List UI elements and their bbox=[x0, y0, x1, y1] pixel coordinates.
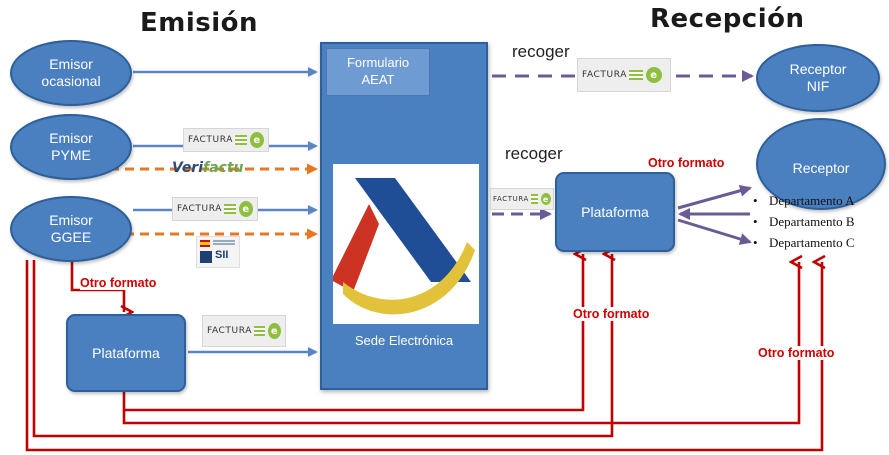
factura-text: FACTURA bbox=[582, 70, 627, 80]
departamentos-list: Departamento A Departamento B Departamen… bbox=[753, 190, 855, 253]
red-line-ggee-to-plataforma bbox=[70, 260, 124, 312]
emisor-ggee-node[interactable]: Emisor GGEE bbox=[10, 196, 132, 262]
emisor-pyme-line2: PYME bbox=[51, 147, 91, 163]
factura-e-logo-plataforma: FACTURA e bbox=[202, 315, 286, 347]
sii-logo: SII bbox=[196, 236, 240, 268]
title-emision: Emisión bbox=[140, 8, 259, 38]
departamento-c: Departamento C bbox=[753, 232, 855, 253]
plataforma-emision-label: Plataforma bbox=[92, 345, 160, 361]
emisor-pyme-line1: Emisor bbox=[49, 129, 93, 146]
departamento-a: Departamento A bbox=[753, 190, 855, 211]
verifactu-text-b: factu bbox=[203, 160, 244, 176]
factura-e-logo-recoger: FACTURA e bbox=[577, 58, 671, 92]
spain-flag-icon bbox=[200, 240, 210, 247]
emisor-ggee-line2: GGEE bbox=[50, 229, 92, 245]
emisor-pyme-node[interactable]: Emisor PYME bbox=[10, 114, 132, 180]
otro-formato-label-plataforma: Otro formato bbox=[648, 156, 725, 170]
recoger-label-top: recoger bbox=[512, 42, 570, 61]
verifactu-text-a: Veri bbox=[172, 160, 204, 176]
sede-electronica-label: Sede Electrónica bbox=[354, 333, 454, 348]
receptor-nif-node[interactable]: Receptor NIF bbox=[756, 44, 880, 112]
recoger-label-mid: recoger bbox=[505, 144, 563, 163]
factura-text: FACTURA bbox=[207, 326, 252, 336]
red-line-ggee-to-receptor-plataforma bbox=[32, 254, 612, 438]
title-recepcion: Recepción bbox=[650, 4, 805, 34]
formulario-aeat-box[interactable]: Formulario AEAT bbox=[326, 48, 430, 96]
otro-formato-label-receptor: Otro formato bbox=[758, 346, 835, 360]
red-line-plataforma-to-receptor-plataforma bbox=[122, 254, 583, 412]
factura-e-logo-ggee: FACTURA e bbox=[172, 197, 258, 221]
plataforma-recepcion-label: Plataforma bbox=[581, 204, 649, 220]
factura-e-logo-pyme: FACTURA e bbox=[183, 128, 269, 152]
verifactu-logo: Verifactu bbox=[172, 160, 244, 176]
plataforma-recepcion-box[interactable]: Plataforma bbox=[555, 172, 675, 252]
emisor-ggee-line1: Emisor bbox=[49, 211, 93, 228]
otro-formato-label-bottom: Otro formato bbox=[573, 307, 650, 321]
arrow-plataforma-to-dept-c bbox=[677, 218, 752, 245]
emisor-ocasional-node[interactable]: Emisor ocasional bbox=[10, 40, 132, 106]
emisor-ocasional-line1: Emisor bbox=[49, 55, 93, 72]
formulario-line2: AEAT bbox=[361, 72, 395, 87]
plataforma-emision-box[interactable]: Plataforma bbox=[66, 314, 186, 392]
otro-formato-label-ggee: Otro formato bbox=[80, 276, 157, 290]
factura-text: FACTURA bbox=[493, 195, 529, 203]
factura-text: FACTURA bbox=[188, 135, 233, 145]
emisor-ocasional-line2: ocasional bbox=[41, 73, 101, 89]
receptor-nif-line1: Receptor bbox=[789, 60, 847, 77]
factura-e-logo-recoger-small: FACTURA e bbox=[490, 188, 554, 210]
sii-text: SII bbox=[215, 249, 229, 261]
departamento-b: Departamento B bbox=[753, 211, 855, 232]
factura-text: FACTURA bbox=[177, 204, 222, 214]
red-line-plataforma-to-receptor bbox=[122, 262, 799, 425]
aeat-logo-icon bbox=[331, 164, 479, 324]
receptor-label: Receptor bbox=[792, 160, 850, 176]
sede-electronica-box[interactable]: Formulario AEAT Sede Electrónica bbox=[320, 42, 488, 390]
formulario-line1: Formulario bbox=[346, 55, 410, 71]
arrow-plataforma-to-dept-a bbox=[677, 184, 752, 210]
receptor-nif-line2: NIF bbox=[806, 78, 830, 94]
